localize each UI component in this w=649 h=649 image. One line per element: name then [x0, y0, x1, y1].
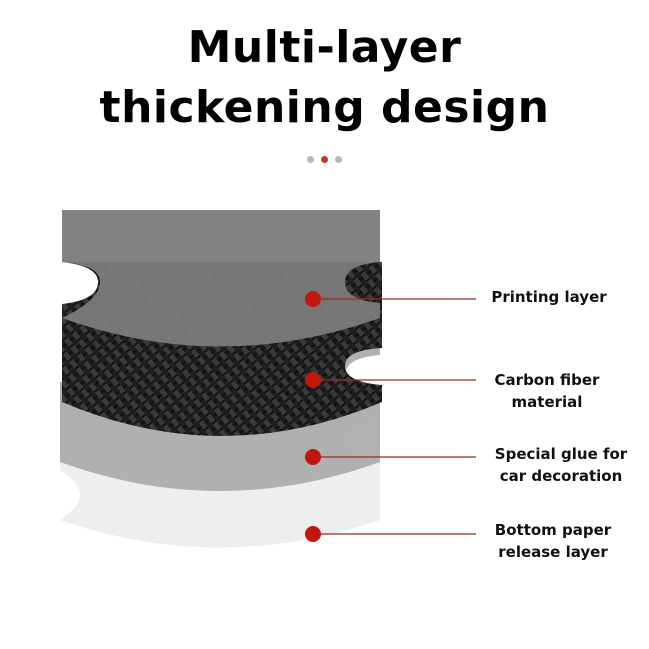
marker-paper	[305, 526, 321, 542]
label-printing-layer: Printing layer	[464, 286, 634, 308]
marker-glue	[305, 449, 321, 465]
marker-printing	[305, 291, 321, 307]
pagination-dot-3[interactable]	[335, 156, 342, 163]
printing-layer-shape	[62, 210, 380, 347]
page-title-line-1: Multi-layer	[187, 22, 462, 73]
label-paper-line-1: Bottom paper	[494, 521, 612, 539]
pagination-dot-2[interactable]	[321, 156, 328, 163]
label-carbon-line-1: Carbon fiber	[494, 371, 600, 389]
pagination-dots	[0, 156, 649, 163]
pagination-dot-1[interactable]	[307, 156, 314, 163]
label-glue-line-2: car decoration	[499, 467, 623, 485]
page-title-line-2: thickening design	[99, 82, 550, 133]
label-printing-line-1: Printing layer	[491, 288, 607, 306]
label-glue-line-1: Special glue for	[494, 445, 628, 463]
marker-carbon	[305, 372, 321, 388]
label-carbon-line-2: material	[511, 393, 583, 411]
label-paper: Bottom paper release layer	[468, 519, 638, 563]
label-paper-line-2: release layer	[498, 543, 608, 561]
label-glue: Special glue for car decoration	[476, 443, 646, 487]
label-carbon-fiber: Carbon fiber material	[462, 369, 632, 413]
